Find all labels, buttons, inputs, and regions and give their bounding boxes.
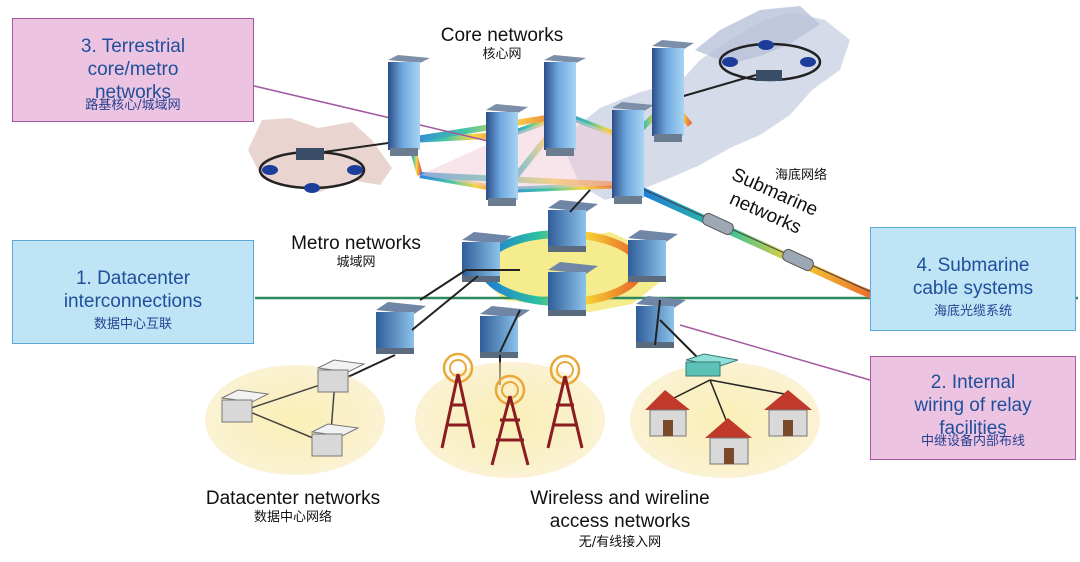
callout-datacenter-zh: 数据中心互联	[93, 317, 172, 332]
callout-internal: 2. Internal wiring of relay facilities 中…	[870, 356, 1076, 460]
callout-terrestrial-line1: 3. Terrestrial	[80, 36, 186, 57]
ring-network-right	[669, 40, 822, 101]
label-core-en: Core networks	[440, 25, 564, 46]
callout-internal-line3: facilities	[939, 418, 1007, 439]
label-submarine-zh: 海底网络	[774, 168, 827, 183]
callout-terrestrial-line2: core/metro	[87, 59, 179, 80]
callout-submarine-line1: 4. Submarine	[916, 255, 1030, 276]
house-icon	[764, 390, 812, 437]
access-links	[319, 189, 701, 391]
callout-datacenter-line2: interconnections	[63, 291, 203, 312]
antenna-tower-icon	[490, 374, 530, 466]
building-icon	[548, 200, 598, 252]
wireline-houses	[645, 353, 812, 465]
building-icon	[548, 262, 598, 316]
callout-datacenter-line1: 1. Datacenter	[75, 268, 191, 289]
callout-submarine-zh: 海底光缆系统	[933, 304, 1012, 319]
building-icon	[480, 306, 530, 358]
internal-wiring-leader	[679, 324, 871, 381]
cable-repeater-icon	[702, 212, 814, 272]
callout-terrestrial-zh: 路基核心/城域网	[85, 98, 181, 113]
antenna-tower-icon	[546, 354, 584, 449]
building-icon	[544, 55, 586, 156]
terrestrial-leader	[249, 84, 506, 146]
callout-internal-zh: 中继设备内部布线	[920, 434, 1025, 449]
building-icon	[612, 102, 654, 204]
label-core: Core networks 核心网	[410, 24, 594, 63]
label-access: Wireless and wireline access networks 无/…	[496, 487, 744, 551]
label-datacenter: Datacenter networks 数据中心网络	[180, 487, 406, 526]
router-icon	[756, 70, 782, 81]
label-datacenter-zh: 数据中心网络	[253, 510, 332, 525]
router-icon	[296, 148, 324, 160]
house-icon	[645, 390, 690, 437]
label-access-en-2: access networks	[549, 511, 691, 532]
label-metro-zh: 城域网	[336, 255, 376, 270]
server-icon	[310, 423, 360, 457]
house-icon	[705, 418, 752, 465]
label-metro: Metro networks 城域网	[262, 232, 450, 271]
callout-datacenter: 1. Datacenter interconnections 数据中心互联	[12, 240, 254, 344]
label-core-zh: 核心网	[482, 47, 522, 62]
label-access-zh: 无/有线接入网	[578, 535, 662, 550]
router-icon	[685, 353, 739, 377]
label-datacenter-en: Datacenter networks	[205, 488, 381, 509]
building-icon	[376, 302, 426, 354]
building-icon	[652, 40, 694, 142]
label-access-en-1: Wireless and wireline	[530, 488, 710, 509]
datacenter-servers	[220, 359, 366, 457]
callout-submarine-line2: cable systems	[912, 278, 1034, 299]
callout-internal-line1: 2. Internal	[930, 372, 1016, 393]
server-icon	[220, 389, 270, 423]
building-icon	[388, 55, 430, 156]
callout-internal-line2: wiring of relay	[914, 395, 1032, 416]
server-icon	[316, 359, 366, 393]
antenna-tower-icon	[440, 352, 476, 449]
callout-terrestrial: 3. Terrestrial core/metro networks 路基核心/…	[12, 18, 254, 122]
core-towers	[388, 40, 694, 206]
callout-terrestrial-line3: networks	[94, 82, 172, 103]
label-metro-en: Metro networks	[291, 233, 421, 254]
antenna-towers	[440, 352, 584, 466]
building-icon	[628, 230, 678, 282]
callout-submarine: 4. Submarine cable systems 海底光缆系统	[870, 227, 1076, 331]
building-icon	[486, 104, 528, 206]
